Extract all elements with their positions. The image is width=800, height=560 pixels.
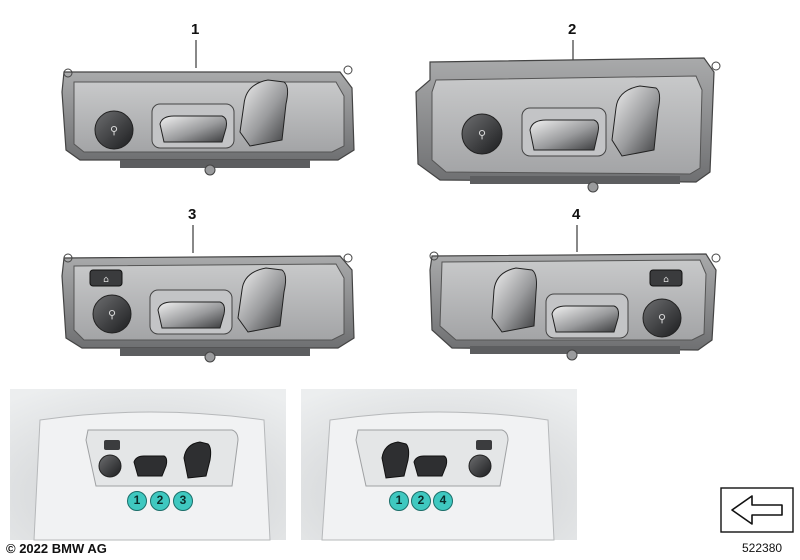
seat-back-switch-icon [611,85,661,157]
seat-cushion-switch-icon [159,115,227,143]
seat-switch-3: ⌂ ⚲ [61,225,355,363]
svg-text:⚲: ⚲ [108,308,116,321]
callout-4: 4 [572,206,581,223]
inset-left-badge: 1 [127,491,147,511]
svg-text:⚲: ⚲ [478,128,486,141]
callout-1: 1 [191,21,200,38]
seat-cushion-switch-icon [551,305,619,333]
copyright-text: © 2022 BMW AG [6,541,107,556]
seat-back-switch-icon [237,267,287,333]
inset-left-badge: 2 [150,491,170,511]
svg-text:⌂: ⌂ [663,275,669,285]
callout-2: 2 [568,21,577,38]
inset-right-badge: 4 [433,491,453,511]
inset-right-badge: 1 [389,491,409,511]
rotary-controller-icon: ⚲ [94,110,134,150]
rotary-controller-icon: ⚲ [461,113,503,155]
inset-right-seat-view [301,389,577,541]
svg-text:⌂: ⌂ [103,275,109,285]
diagram-number: 522380 [742,541,783,555]
seat-back-switch-icon [491,267,537,333]
seat-switch-1: ⚲ [61,40,355,176]
memory-seat-button-icon [89,269,123,287]
seat-cushion-switch-icon [529,119,599,151]
rotary-controller-icon: ⚲ [92,294,132,334]
rotary-controller-icon: ⚲ [642,298,682,338]
inset-left-seat-view [10,389,286,541]
callout-3: 3 [188,206,197,223]
memory-seat-button-icon [649,269,683,287]
seat-switch-4: ⌂ ⚲ [429,225,721,361]
svg-text:⚲: ⚲ [110,124,118,137]
seat-back-switch-icon [239,79,289,147]
seat-switch-2: ⚲ [415,40,721,193]
inset-right-badge: 2 [411,491,431,511]
direction-arrow-icon [720,487,794,533]
svg-text:⚲: ⚲ [658,312,666,325]
seat-cushion-switch-icon [157,301,225,329]
inset-left-badge: 3 [173,491,193,511]
